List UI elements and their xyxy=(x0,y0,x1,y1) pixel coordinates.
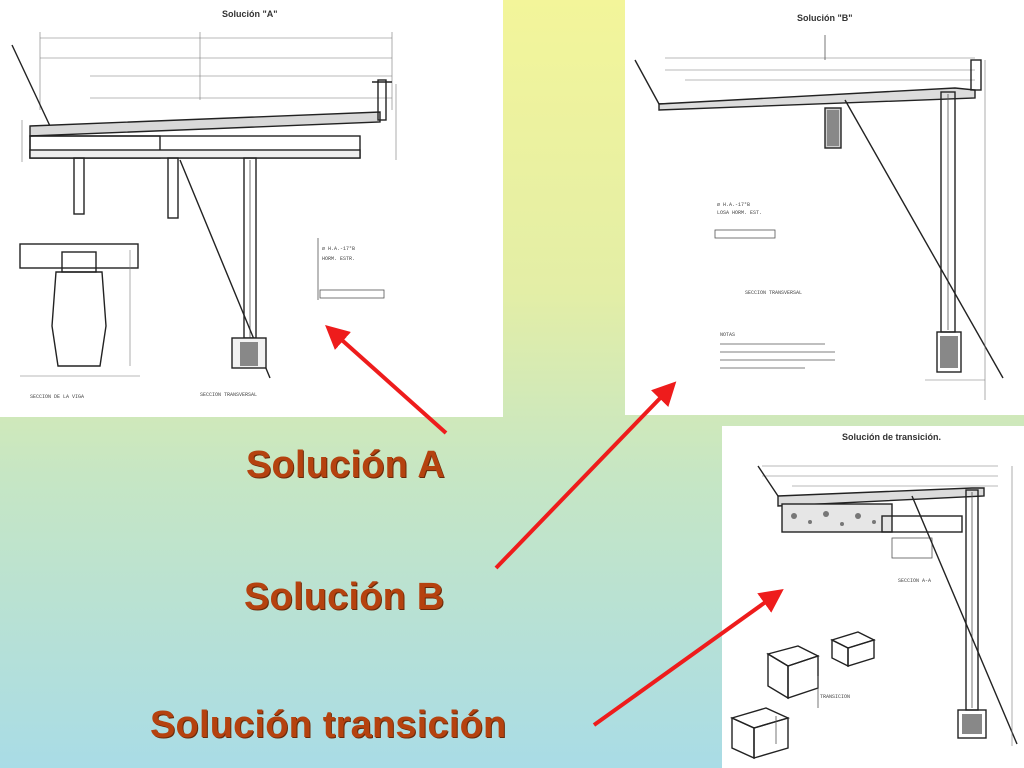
label-solucion-b: Solución B xyxy=(244,576,445,618)
drawing-a-title: Solución "A" xyxy=(222,9,278,19)
svg-text:NOTAS: NOTAS xyxy=(720,332,735,338)
drawing-solucion-b: Solución "B" ø H.A.-17°B LOSA HORM. EST.… xyxy=(625,0,1024,415)
svg-text:SECCION TRANSVERSAL: SECCION TRANSVERSAL xyxy=(745,290,802,296)
svg-text:ø H.A.-17°B: ø H.A.-17°B xyxy=(322,246,355,252)
drawing-t-title: Solución de transición. xyxy=(842,432,942,442)
drawing-a-svg: ø H.A.-17°B HORM. ESTR. SECCION TRANSVER… xyxy=(11,32,397,400)
svg-text:SECCION DE LA VIGA: SECCION DE LA VIGA xyxy=(30,394,84,400)
svg-text:SECCION TRANSVERSAL: SECCION TRANSVERSAL xyxy=(200,392,257,398)
label-solucion-transicion: Solución transición xyxy=(150,704,507,746)
svg-text:HORM. ESTR.: HORM. ESTR. xyxy=(322,256,355,262)
drawing-solucion-a: Solución "A" xyxy=(0,0,503,417)
svg-text:LOSA HORM. EST.: LOSA HORM. EST. xyxy=(717,210,762,216)
drawing-solucion-transicion: Solución de transición. xyxy=(722,426,1024,768)
svg-text:TRANSICION: TRANSICION xyxy=(820,694,850,700)
drawing-b-title: Solución "B" xyxy=(797,13,853,23)
drawing-t-svg: SECCION A-A TRANSICION xyxy=(729,465,1018,760)
drawing-b-svg: ø H.A.-17°B LOSA HORM. EST. SECCION TRAN… xyxy=(634,35,1004,400)
arrow-to-solucion-b xyxy=(494,381,677,570)
svg-text:ø H.A.-17°B: ø H.A.-17°B xyxy=(717,202,750,208)
label-solucion-a: Solución A xyxy=(246,444,446,486)
svg-text:SECCION A-A: SECCION A-A xyxy=(898,578,931,584)
